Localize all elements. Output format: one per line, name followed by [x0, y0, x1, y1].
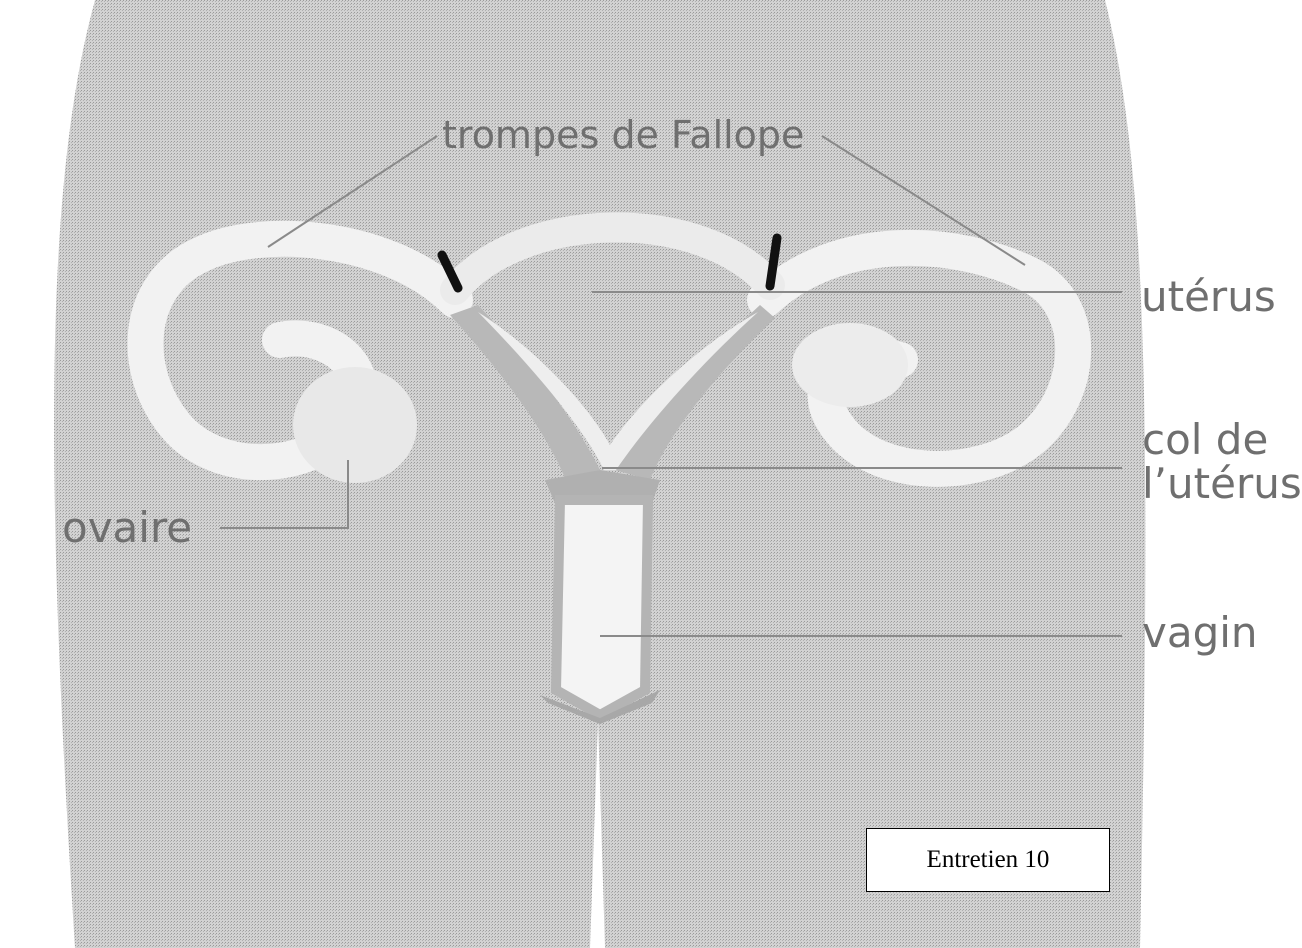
- label-cervix-line1: col de: [1142, 418, 1302, 462]
- caption-box: Entretien 10: [866, 828, 1110, 892]
- label-uterus: utérus: [1141, 276, 1276, 318]
- right-ovary: [792, 323, 908, 407]
- label-fallopian-tubes: trompes de Fallope: [442, 116, 804, 154]
- label-cervix: col de l’utérus: [1142, 418, 1302, 506]
- label-cervix-line2: l’utérus: [1142, 462, 1302, 506]
- vagina-canal: [556, 500, 648, 715]
- label-ovary: ovaire: [62, 507, 192, 549]
- caption-text: Entretien 10: [927, 846, 1050, 874]
- left-ovary: [293, 367, 417, 483]
- label-vagina: vagin: [1142, 612, 1258, 654]
